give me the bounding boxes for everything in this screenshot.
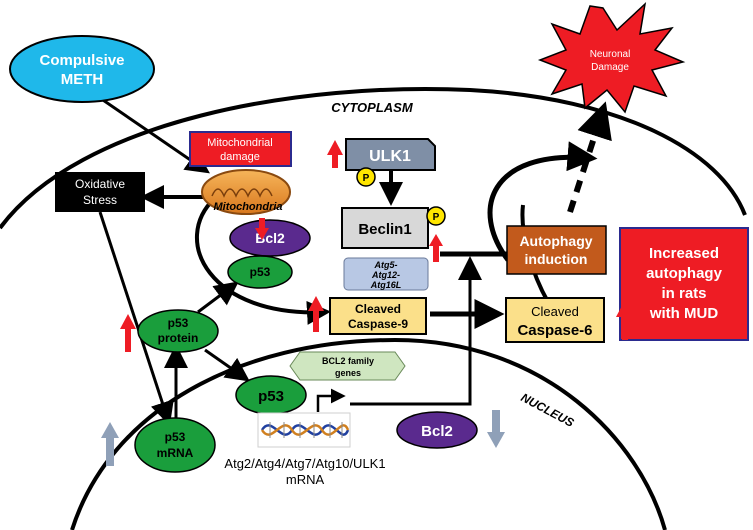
increased-autophagy-line4: with MUD — [649, 305, 718, 322]
compulsive-meth-line2: METH — [61, 71, 104, 88]
oxidative-stress-line2: Stress — [83, 193, 117, 207]
compulsive-meth-node: Compulsive METH — [9, 35, 155, 103]
atg-mrna-line1: Atg2/Atg4/Atg7/Atg10/ULK1 — [224, 456, 385, 471]
red-up-arrow-icon — [327, 140, 343, 168]
cleaved-caspase9-line2: Caspase-9 — [348, 317, 408, 331]
bcl2-family-genes-box: BCL2 family genes — [289, 351, 406, 381]
neuronal-damage-line2: Damage — [591, 62, 629, 73]
mitochondrial-damage-line1: Mitochondrial — [207, 137, 272, 149]
p53-nucleus-node: p53 — [235, 375, 307, 415]
ulk1-phospho-label: P — [363, 173, 370, 184]
nuclear-membrane — [70, 337, 667, 530]
p53-cytoplasm-label: p53 — [250, 265, 271, 279]
bcl2-nucleus-node: Bcl2 — [396, 411, 478, 449]
increased-autophagy-line2: autophagy — [646, 265, 722, 282]
compulsive-meth-line1: Compulsive — [39, 52, 124, 69]
neuronal-damage-line1: Neuronal — [590, 49, 631, 60]
cleaved-caspase9-line1: Cleaved — [355, 302, 401, 316]
atg-complex-line2: Atg12- — [371, 270, 400, 280]
red-up-arrow-icon — [308, 296, 324, 332]
p53-mrna-line1: p53 — [165, 430, 186, 444]
red-down-arrow-icon — [255, 218, 269, 240]
bcl2-family-genes-line2: genes — [335, 368, 361, 378]
bcl2-cytoplasm-node: Bcl2 — [229, 219, 311, 257]
cleaved-caspase6-line2: Caspase-6 — [517, 322, 592, 339]
beclin1-label: Beclin1 — [358, 221, 411, 238]
autophagy-induction-line1: Autophagy — [519, 233, 592, 249]
dna-helix-icon — [257, 412, 351, 448]
bcl2-nucleus-label: Bcl2 — [421, 423, 453, 440]
p53-protein-node: p53 protein — [137, 309, 219, 353]
p53-protein-line2: protein — [158, 331, 199, 345]
red-up-arrow-icon — [616, 300, 634, 340]
p53-cytoplasm-node: p53 — [227, 255, 293, 289]
mitochondria-organelle: Mitochondria — [201, 169, 291, 215]
p53-nucleus-label: p53 — [258, 388, 284, 405]
beclin1-node: Beclin1 P — [341, 206, 446, 249]
neuronal-damage-burst: Neuronal Damage — [537, 1, 686, 114]
atg-complex-line3: Atg16L — [370, 280, 402, 290]
p53-protein-line1: p53 — [168, 316, 189, 330]
red-up-arrow-icon — [120, 314, 136, 352]
p53-mrna-line2: mRNA — [157, 446, 194, 460]
atg-complex-box: Atg5- Atg12- Atg16L — [343, 257, 429, 291]
gray-up-arrow-icon — [101, 422, 119, 466]
increased-autophagy-box: Increased autophagy in rats with MUD — [619, 227, 749, 341]
oxidative-stress-box: Oxidative Stress — [55, 172, 145, 212]
atg-complex-line1: Atg5- — [374, 260, 398, 270]
mitochondria-label: Mitochondria — [213, 201, 282, 213]
cleaved-caspase9-box: Cleaved Caspase-9 — [329, 297, 427, 335]
red-up-arrow-icon — [429, 234, 443, 262]
mitochondrial-damage-line2: damage — [220, 151, 260, 163]
cleaved-caspase6-box: Cleaved Caspase-6 — [505, 297, 605, 343]
autophagy-induction-line2: induction — [525, 251, 588, 267]
p53-mrna-node: p53 mRNA — [134, 417, 216, 473]
oxidative-stress-line1: Oxidative — [75, 177, 125, 191]
ulk1-node: ULK1 P — [345, 138, 436, 187]
bcl2-family-genes-line1: BCL2 family — [322, 356, 374, 366]
autophagy-induction-box: Autophagy induction — [506, 225, 607, 275]
gray-down-arrow-icon — [487, 410, 505, 448]
cell-membrane — [0, 86, 747, 230]
increased-autophagy-line1: Increased — [649, 245, 719, 262]
cleaved-caspase6-line1: Cleaved — [531, 304, 579, 319]
atg-mrna-line2: mRNA — [286, 472, 325, 487]
cytoplasm-label: CYTOPLASM — [331, 100, 414, 115]
increased-autophagy-line3: in rats — [661, 285, 706, 302]
mitochondrial-damage-box: Mitochondrial damage — [189, 131, 292, 167]
beclin1-phospho-label: P — [433, 212, 440, 223]
ulk1-label: ULK1 — [369, 148, 411, 165]
